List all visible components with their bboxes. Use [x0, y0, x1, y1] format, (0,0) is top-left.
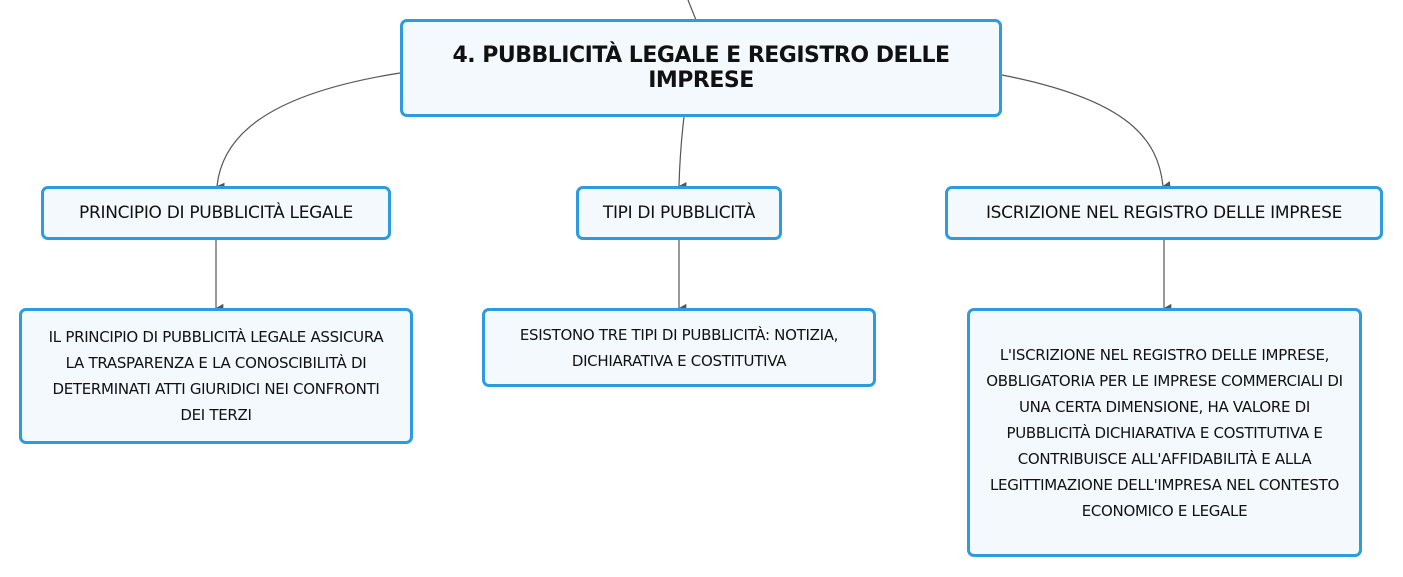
- detail-node-tipi[interactable]: ESISTONO TRE TIPI DI PUBBLICITÀ: NOTIZIA…: [482, 308, 876, 387]
- connector-root-to-principio: [216, 72, 401, 191]
- branch-label-principio: PRINCIPIO DI PUBBLICITÀ LEGALE: [79, 203, 353, 223]
- detail-text-tipi: ESISTONO TRE TIPI DI PUBBLICITÀ: NOTIZIA…: [519, 325, 839, 370]
- detail-node-principio[interactable]: IL PRINCIPIO DI PUBBLICITÀ LEGALE ASSICU…: [19, 308, 413, 444]
- detail-text-iscrizione: L'ISCRIZIONE NEL REGISTRO DELLE IMPRESE,…: [986, 345, 1343, 520]
- detail-node-iscrizione[interactable]: L'ISCRIZIONE NEL REGISTRO DELLE IMPRESE,…: [967, 308, 1362, 557]
- branch-label-iscrizione: ISCRIZIONE NEL REGISTRO DELLE IMPRESE: [985, 203, 1343, 223]
- connector-root-to-tipi: [678, 116, 687, 191]
- branch-node-iscrizione[interactable]: ISCRIZIONE NEL REGISTRO DELLE IMPRESE: [945, 186, 1383, 240]
- connector-root-to-iscrizione: [1001, 74, 1171, 190]
- branch-node-principio[interactable]: PRINCIPIO DI PUBBLICITÀ LEGALE: [41, 186, 391, 240]
- detail-text-principio: IL PRINCIPIO DI PUBBLICITÀ LEGALE ASSICU…: [48, 328, 384, 424]
- branch-node-tipi[interactable]: TIPI DI PUBBLICITÀ: [576, 186, 782, 240]
- root-topic-title: 4. PUBBLICITÀ LEGALE E REGISTRO DELLE IM…: [452, 43, 950, 93]
- incoming-connector: [687, 0, 697, 21]
- root-topic-node[interactable]: 4. PUBBLICITÀ LEGALE E REGISTRO DELLE IM…: [400, 19, 1002, 117]
- branch-label-tipi: TIPI DI PUBBLICITÀ: [602, 203, 756, 223]
